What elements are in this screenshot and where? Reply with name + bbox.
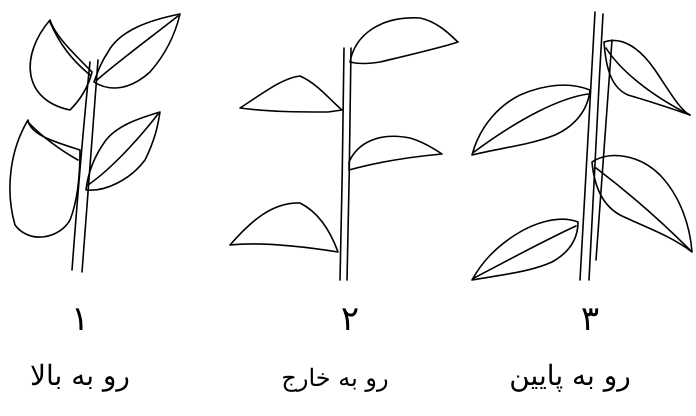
leaf bbox=[230, 203, 338, 252]
panel-1-caption: رو به بالا bbox=[0, 362, 180, 390]
panel-1-number: ١ bbox=[50, 302, 110, 336]
leaf-midrib bbox=[606, 48, 690, 115]
panel-2-caption: رو به خارج bbox=[235, 366, 435, 390]
panel-outward-drawing bbox=[230, 18, 458, 280]
leaf-midrib bbox=[88, 114, 158, 185]
leaf-midrib bbox=[596, 168, 690, 250]
panel-3-caption: رو به پايين bbox=[470, 362, 670, 390]
leaf bbox=[350, 18, 458, 64]
leaf-midrib bbox=[474, 94, 588, 152]
leaf bbox=[30, 20, 92, 110]
stem bbox=[72, 60, 98, 272]
panel-3-number: ٣ bbox=[560, 302, 620, 336]
leaf-midrib bbox=[97, 16, 178, 80]
stem bbox=[580, 12, 612, 280]
leaf bbox=[472, 85, 590, 155]
leaf bbox=[604, 40, 690, 115]
panel-downward-drawing bbox=[472, 12, 692, 280]
panel-2-number: ٢ bbox=[320, 302, 380, 336]
leaf bbox=[349, 136, 442, 170]
panel-upward-drawing bbox=[10, 14, 180, 272]
leaf bbox=[240, 76, 342, 112]
